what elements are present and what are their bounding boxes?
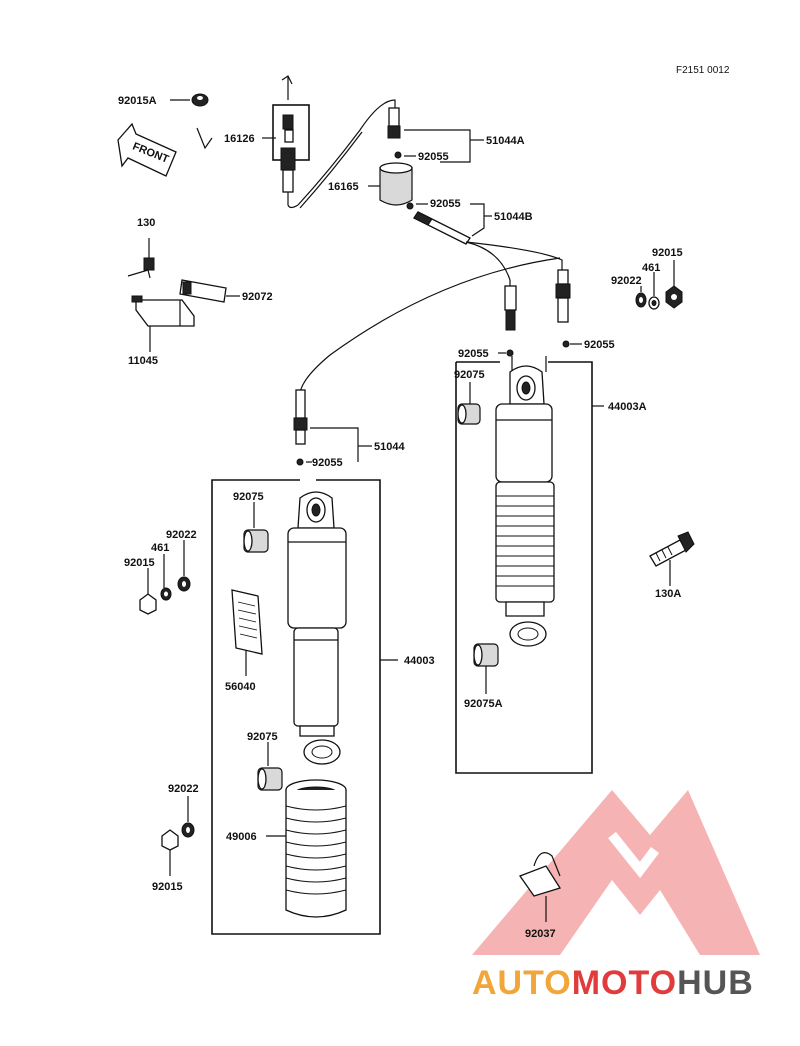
watermark-part1: AUTO xyxy=(472,964,572,1002)
label-11045: 11045 xyxy=(128,355,158,367)
label-92055-c: 92055 xyxy=(458,348,489,360)
bushing-92075A-icon xyxy=(473,643,499,667)
shock-absorber-right-icon xyxy=(495,356,555,647)
label-49006: 49006 xyxy=(226,831,257,843)
label-44003: 44003 xyxy=(404,655,435,667)
bushing-92075-left-lower-icon xyxy=(257,767,283,791)
assembly-box-44003 xyxy=(211,479,381,935)
hose-fitting-51044-icon xyxy=(293,389,308,445)
washer-92022-left-lower-icon xyxy=(181,822,195,838)
assembly-box-44003A xyxy=(455,361,593,774)
label-461-left: 461 xyxy=(151,542,169,554)
label-130: 130 xyxy=(137,217,155,229)
bolt-130A-icon xyxy=(649,531,695,567)
bushing-92075-left-icon xyxy=(243,529,269,553)
label-92022-right: 92022 xyxy=(611,275,642,287)
washer-92022-right-icon xyxy=(635,292,647,308)
hose-end-51044A-icon xyxy=(387,107,401,139)
hose-end-51044B-icon xyxy=(413,211,471,245)
label-92075-right: 92075 xyxy=(454,369,485,381)
label-16165: 16165 xyxy=(328,181,359,193)
label-92055-e: 92055 xyxy=(312,457,343,469)
clip-92037-icon xyxy=(518,852,562,897)
label-56040: 56040 xyxy=(225,681,256,693)
watermark-part3: HUB xyxy=(677,964,754,1002)
reservoir-16165-icon xyxy=(379,162,413,206)
hose-fitting-right-a-icon xyxy=(504,285,517,331)
label-92072: 92072 xyxy=(242,291,273,303)
dust-boot-49006-icon xyxy=(285,779,347,918)
label-plate-56040-icon xyxy=(231,589,263,655)
label-461-right: 461 xyxy=(642,262,660,274)
label-92015-left-lower: 92015 xyxy=(152,881,183,893)
nut-92015-left-lower-icon xyxy=(161,829,179,851)
bolt-130-icon xyxy=(143,238,155,271)
hose-fitting-right-b-icon xyxy=(555,269,571,323)
label-92022-left: 92022 xyxy=(166,529,197,541)
nut-92015-right-icon xyxy=(665,285,683,309)
washer-92022-left-icon xyxy=(177,576,191,592)
label-51044: 51044 xyxy=(374,441,405,453)
label-92015-right: 92015 xyxy=(652,247,683,259)
label-92015-left: 92015 xyxy=(124,557,155,569)
label-92022-left-lower: 92022 xyxy=(168,783,199,795)
watermark-text: AUTOMOTOHUB xyxy=(472,964,754,1002)
nut-92015A-icon xyxy=(191,93,209,107)
washer-461-left-icon xyxy=(160,587,172,601)
label-92075A: 92075A xyxy=(464,698,503,710)
shock-absorber-left-icon xyxy=(287,491,347,765)
label-92055-b: 92055 xyxy=(430,198,461,210)
watermark-logo xyxy=(472,790,760,955)
label-92075-left-lower: 92075 xyxy=(247,731,278,743)
label-44003A: 44003A xyxy=(608,401,647,413)
label-130A: 130A xyxy=(655,588,681,600)
label-92037: 92037 xyxy=(525,928,556,940)
label-16126: 16126 xyxy=(224,133,255,145)
clamp-92072-icon xyxy=(179,279,227,303)
bushing-92075-right-icon xyxy=(457,403,481,425)
label-92055-a: 92055 xyxy=(418,151,449,163)
label-92015A: 92015A xyxy=(118,95,157,107)
watermark-part2: MOTO xyxy=(572,964,677,1002)
nut-92015-left-icon xyxy=(139,593,157,615)
diagram-code: F2151 0012 xyxy=(676,65,730,76)
front-arrow: FRONT xyxy=(117,122,177,177)
fitting-16126-icon xyxy=(272,75,310,209)
label-92075-left: 92075 xyxy=(233,491,264,503)
label-92055-d: 92055 xyxy=(584,339,615,351)
label-51044A: 51044A xyxy=(486,135,525,147)
label-51044B: 51044B xyxy=(494,211,533,223)
bracket-11045-icon xyxy=(131,295,195,327)
washer-461-right-icon xyxy=(648,296,660,310)
